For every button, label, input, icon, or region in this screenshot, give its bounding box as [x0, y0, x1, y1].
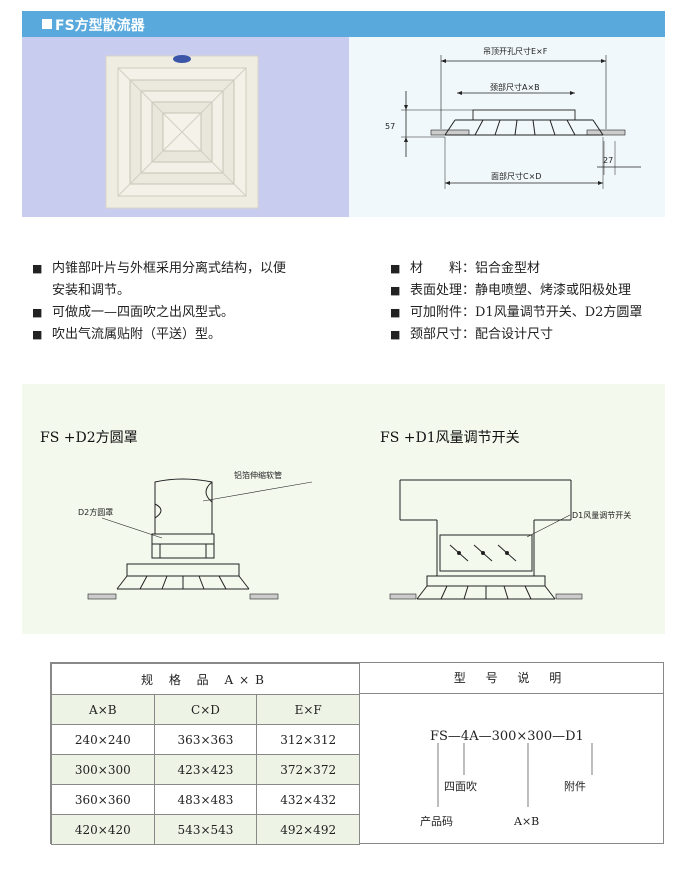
rim-dimension: 27	[603, 156, 613, 165]
face-size-label: 面部尺寸C×D	[491, 171, 541, 181]
feature-item: ■ 表面处理：静电喷塑、烤漆或阳极处理	[390, 280, 680, 302]
feature-item: ■ 颈部尺寸：配合设计尺寸	[390, 324, 680, 346]
table-row: 240×240 363×363 312×312	[51, 724, 360, 755]
product-code-label: 产品码	[420, 814, 453, 828]
d1-section-title: FS +D1风量调节开关	[380, 430, 520, 446]
feature-list-left: ■ 内锥部叶片与外框采用分离式结构，以便 安装和调节。 ■ 可做成一—四面吹之出…	[32, 258, 362, 346]
neck-size-label: 颈部尺寸A×B	[490, 82, 540, 92]
d1-damper-label: D1风量调节开关	[572, 510, 631, 520]
product-photo	[22, 37, 349, 217]
feature-item: ■ 内锥部叶片与外框采用分离式结构，以便 安装和调节。	[32, 258, 362, 302]
model-explanation: 型 号 说 明 FS—4A—300×300—D1 四面吹 附件 产品码 A×B	[360, 663, 663, 843]
table-row: 360×360 483×483 432×432	[51, 784, 360, 815]
model-code: FS—4A—300×300—D1	[430, 729, 584, 744]
square-bullet-icon: ■	[390, 328, 401, 341]
table-header-row: A×B C×D E×F	[51, 694, 360, 725]
d1-damper-drawing	[389, 479, 583, 600]
accessory-label: 附件	[564, 779, 586, 793]
four-way-label: 四面吹	[444, 780, 477, 793]
feature-item: ■ 可做成一—四面吹之出风型式。	[32, 302, 362, 324]
ceiling-opening-label: 吊顶开孔尺寸E×F	[483, 46, 548, 56]
square-bullet-icon: ■	[32, 262, 43, 275]
d2-hood-drawing	[87, 478, 313, 600]
logo-icon	[173, 55, 191, 63]
table-row: 300×300 423×423 372×372	[51, 754, 360, 785]
installation-diagrams: FS +D2方圆罩 铝箔伸缩软管 D2方圆罩 FS +D1风量调	[22, 384, 665, 634]
square-bullet-icon: ■	[390, 306, 401, 319]
feature-item: ■ 可加附件：D1风量调节开关、D2方圆罩	[390, 302, 680, 324]
spec-table-title: 规 格 品 A×B	[51, 663, 360, 695]
diffuser-illustration	[105, 55, 259, 209]
square-bullet-icon: ■	[32, 306, 43, 319]
page-title: FS方型散流器	[55, 18, 145, 34]
height-dimension: 57	[385, 122, 395, 131]
column-header: C×D	[153, 694, 258, 725]
header-bar: FS方型散流器	[22, 11, 665, 37]
dimension-diagram: 吊顶开孔尺寸E×F 颈部尺寸A×B 57 27	[349, 37, 665, 217]
d2-section-title: FS +D2方圆罩	[40, 430, 138, 446]
hose-label: 铝箔伸缩软管	[234, 470, 282, 480]
square-bullet-icon: ■	[32, 328, 43, 341]
feature-item: ■ 材 料：铝合金型材	[390, 258, 680, 280]
square-bullet-icon: ■	[390, 284, 401, 297]
square-bullet-icon	[42, 19, 52, 29]
column-header: A×B	[51, 694, 155, 725]
square-bullet-icon: ■	[390, 262, 401, 275]
d2-hood-label: D2方圆罩	[78, 507, 113, 517]
feature-item: ■ 吹出气流属贴附（平送）型。	[32, 324, 362, 346]
spec-table: 规 格 品 A×B A×B C×D E×F 240×240 363×363 31…	[51, 663, 360, 845]
model-title: 型 号 说 明	[360, 663, 663, 694]
column-header: E×F	[256, 694, 360, 725]
table-row: 420×420 543×543 492×492	[51, 814, 360, 845]
feature-list-right: ■ 材 料：铝合金型材 ■ 表面处理：静电喷塑、烤漆或阳极处理 ■ 可加附件：D…	[390, 258, 680, 346]
spec-table-panel: 规 格 品 A×B A×B C×D E×F 240×240 363×363 31…	[50, 662, 664, 845]
size-label: A×B	[513, 815, 539, 828]
